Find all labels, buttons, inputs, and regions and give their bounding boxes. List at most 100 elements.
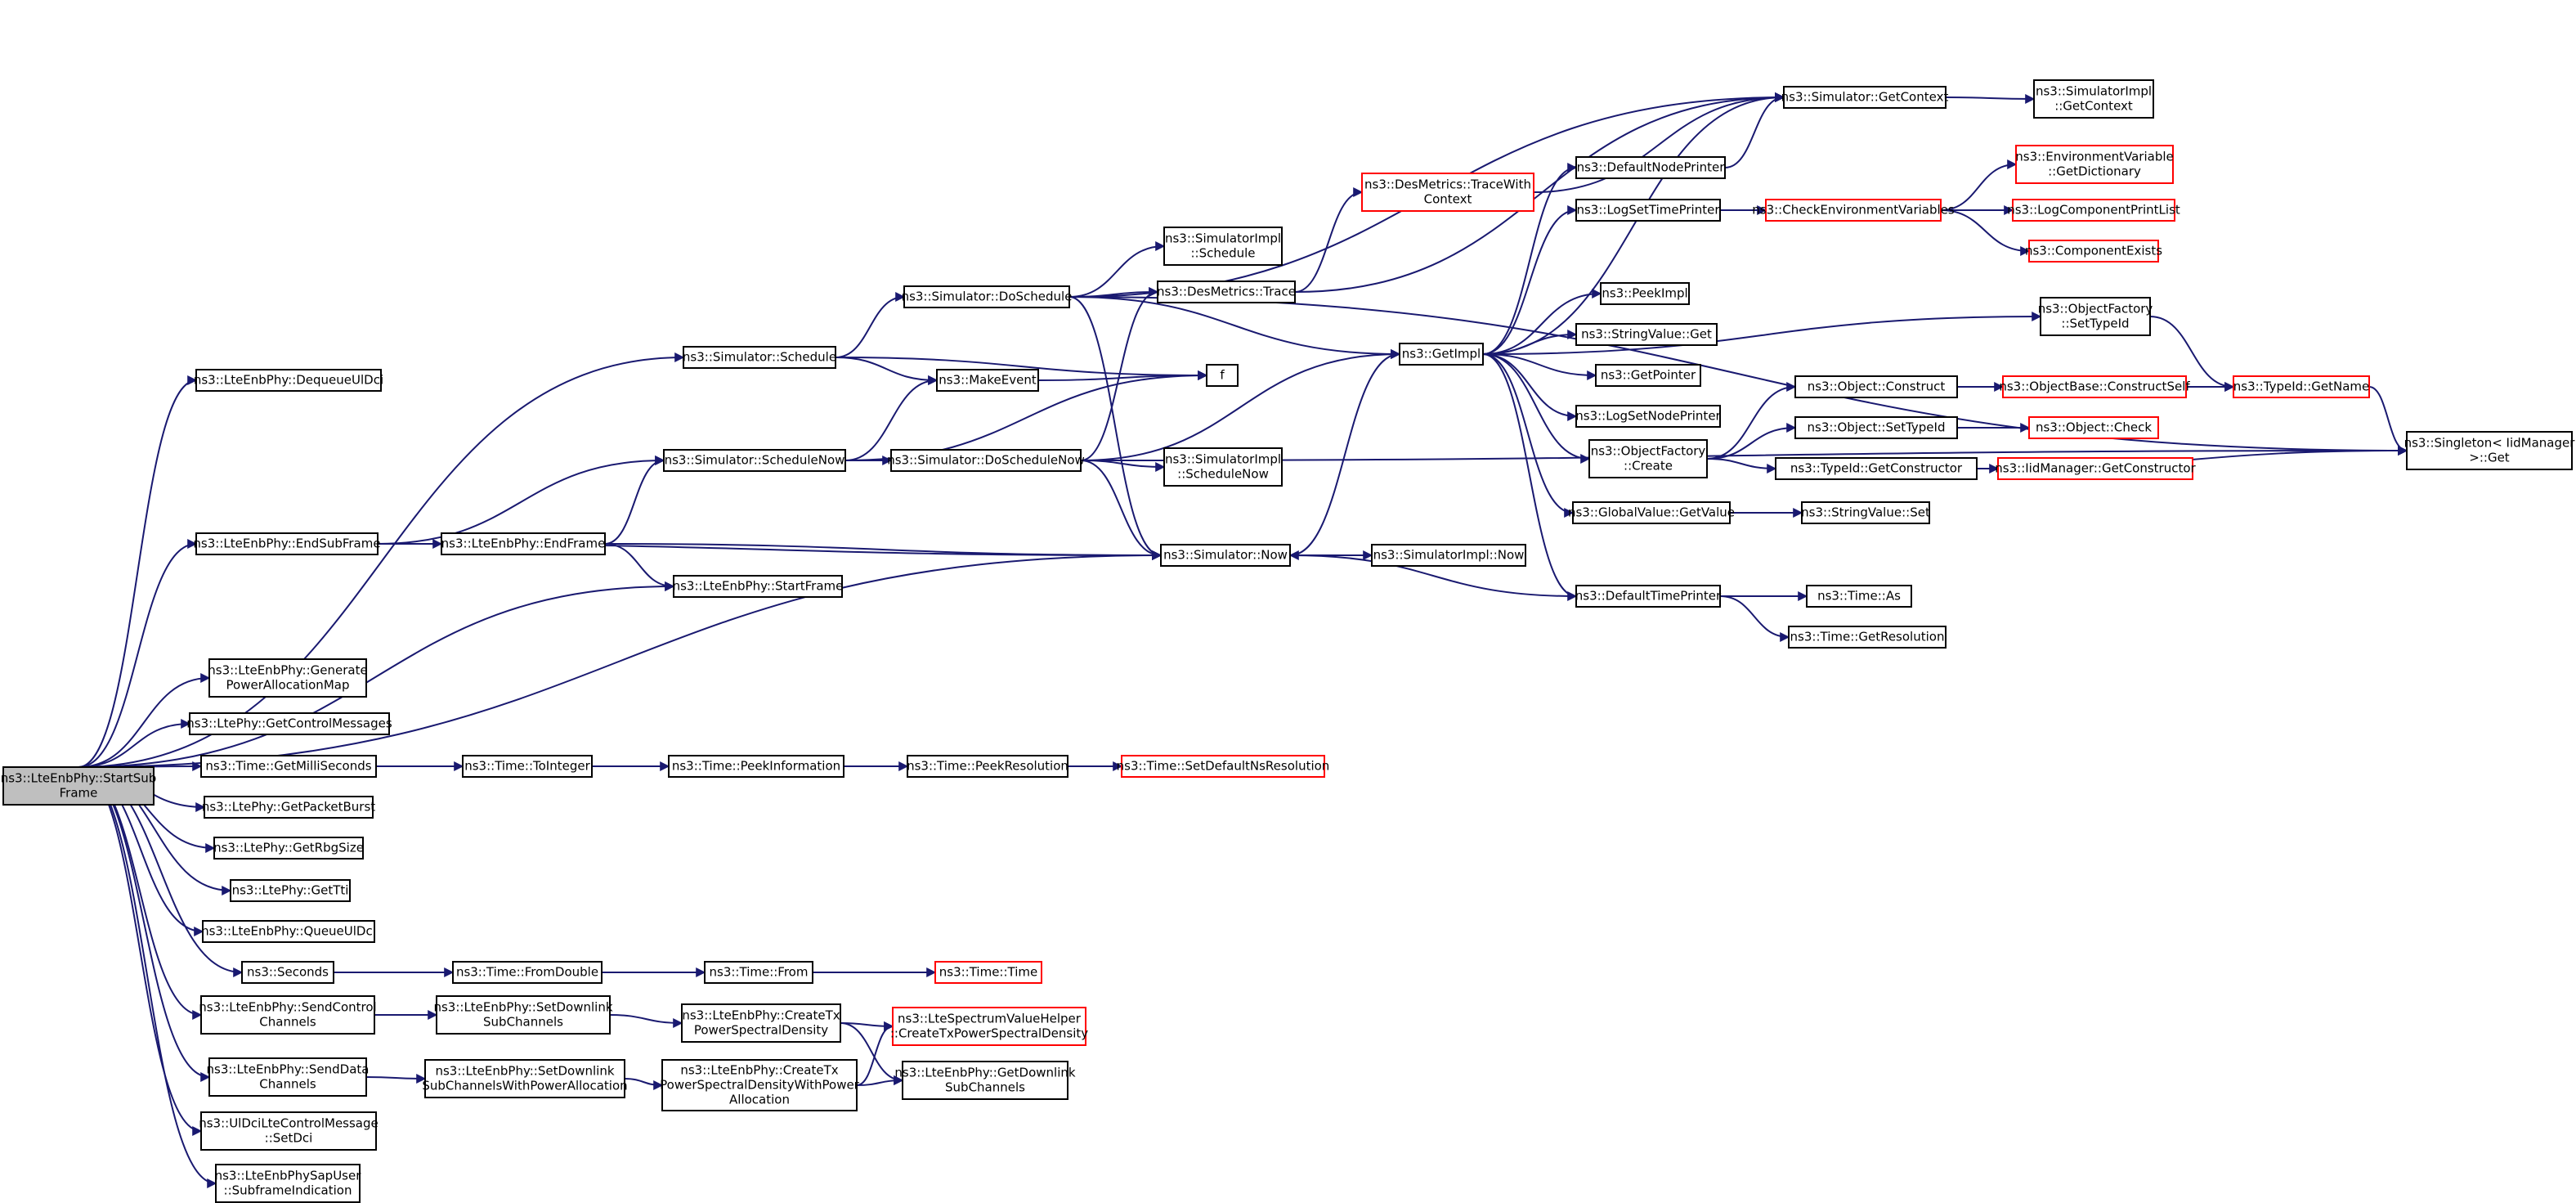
node-subframeIndication[interactable]: ns3::LteEnbPhySapUser::SubframeIndicatio… <box>215 1164 362 1203</box>
node-logSetTimePrinter[interactable]: ns3::LogSetTimePrinter <box>1575 199 1721 222</box>
node-ulDciSetDci[interactable]: ns3::UlDciLteControlMessage::SetDci <box>199 1111 379 1151</box>
node-f[interactable]: f <box>1206 364 1239 387</box>
node-desTrace[interactable]: ns3::DesMetrics::Trace <box>1157 281 1296 303</box>
node-makeEvent[interactable]: ns3::MakeEvent <box>936 369 1039 392</box>
node-envGetDict[interactable]: ns3::EnvironmentVariable::GetDictionary <box>2015 145 2174 184</box>
node-endFrame[interactable]: ns3::LteEnbPhy::EndFrame <box>441 532 606 555</box>
node-defaultNodePrinter[interactable]: ns3::DefaultNodePrinter <box>1575 156 1726 179</box>
node-setDefaultNs[interactable]: ns3::Time::SetDefaultNsResolution <box>1117 755 1330 778</box>
node-createTxPSD[interactable]: ns3::LteEnbPhy::CreateTxPowerSpectralDen… <box>681 1003 841 1043</box>
node-objConstruct[interactable]: ns3::Object::Construct <box>1794 375 1958 398</box>
node-timeTime[interactable]: ns3::Time::Time <box>934 961 1042 984</box>
node-defaultTimePrinter[interactable]: ns3::DefaultTimePrinter <box>1575 585 1722 608</box>
edge-objFactorySetTypeId-to-typeIdGetName <box>2149 316 2235 392</box>
node-getImpl[interactable]: ns3::GetImpl <box>1399 343 1484 366</box>
node-getContext[interactable]: ns3::Simulator::GetContext <box>1781 86 1949 109</box>
node-iidGetConstructor[interactable]: ns3::IidManager::GetConstructor <box>1995 457 2197 480</box>
node-box <box>215 1164 361 1203</box>
node-peekImpl[interactable]: ns3::PeekImpl <box>1600 282 1690 305</box>
node-objFactorySetTypeId[interactable]: ns3::ObjectFactory::SetTypeId <box>2038 297 2153 336</box>
node-box <box>1572 501 1731 524</box>
node-box <box>1575 156 1726 179</box>
edge-scheduleS-to-doSchedule <box>835 292 906 358</box>
node-globalGetValue[interactable]: ns3::GlobalValue::GetValue <box>1568 501 1735 524</box>
edge-root-to-sendData <box>78 766 211 1082</box>
node-getMilliSeconds[interactable]: ns3::Time::GetMilliSeconds <box>200 755 377 778</box>
node-label: ns3::LteEnbPhy::Generate <box>208 663 367 678</box>
node-box <box>1371 544 1526 567</box>
node-objBaseConstructSelf[interactable]: ns3::ObjectBase::ConstructSelf <box>1999 375 2190 398</box>
node-objCheck[interactable]: ns3::Object::Check <box>2028 416 2159 439</box>
node-peekResolution[interactable]: ns3::Time::PeekResolution <box>907 755 1068 778</box>
node-box <box>907 755 1068 778</box>
node-label: ns3::Time::As <box>1817 589 1901 604</box>
node-label: ns3::SimulatorImpl::Now <box>1373 548 1525 563</box>
node-doScheduleNow[interactable]: ns3::Simulator::DoScheduleNow <box>887 449 1085 472</box>
node-scheduleNow[interactable]: ns3::Simulator::ScheduleNow <box>663 449 846 472</box>
node-timeGetResolution[interactable]: ns3::Time::GetResolution <box>1788 626 1947 649</box>
edge-checkEnv-to-compExists <box>1940 209 2031 256</box>
node-label: ns3::LtePhy::GetPacketBurst <box>202 800 375 815</box>
node-typeIdGetConstructor[interactable]: ns3::TypeId::GetConstructor <box>1775 457 1978 480</box>
node-logCompPrint[interactable]: ns3::LogComponentPrintList <box>2007 199 2180 222</box>
node-checkEnv[interactable]: ns3::CheckEnvironmentVariables <box>1752 199 1955 222</box>
node-getPointer[interactable]: ns3::GetPointer <box>1595 364 1701 387</box>
node-compExists[interactable]: ns3::ComponentExists <box>2025 240 2162 263</box>
node-setDownlinkSubPA[interactable]: ns3::LteEnbPhy::SetDownlinkSubChannelsWi… <box>422 1059 628 1098</box>
node-doSchedule[interactable]: ns3::Simulator::DoSchedule <box>902 285 1073 308</box>
node-timeFrom[interactable]: ns3::Time::From <box>704 961 813 984</box>
node-box <box>1801 501 1930 524</box>
node-peekInformation[interactable]: ns3::Time::PeekInformation <box>668 755 844 778</box>
node-generatePAM[interactable]: ns3::LteEnbPhy::GeneratePowerAllocationM… <box>208 658 368 698</box>
node-box <box>2 766 155 806</box>
node-singletonGet[interactable]: ns3::Singleton< IidManager>::Get <box>2404 431 2576 470</box>
node-implNow[interactable]: ns3::SimulatorImpl::Now <box>1371 544 1526 567</box>
node-createTxPSDPA[interactable]: ns3::LteEnbPhy::CreateTxPowerSpectralDen… <box>660 1059 860 1111</box>
node-label: ns3::LogSetTimePrinter <box>1576 203 1720 218</box>
edge-endFrame-to-scheduleNow <box>604 456 665 545</box>
node-startFrame[interactable]: ns3::LteEnbPhy::StartFrame <box>673 575 844 598</box>
node-endSubFrame[interactable]: ns3::LteEnbPhy::EndSubFrame <box>193 532 381 555</box>
node-timeAs[interactable]: ns3::Time::As <box>1806 585 1912 608</box>
node-label: ::GetDictionary <box>2048 164 2141 179</box>
node-strValGet[interactable]: ns3::StringValue::Get <box>1575 323 1718 346</box>
node-label: ns3::ComponentExists <box>2025 244 2162 258</box>
node-box <box>683 346 836 369</box>
node-getRbgSize[interactable]: ns3::LtePhy::GetRbgSize <box>213 837 364 860</box>
node-scheduleS[interactable]: ns3::Simulator::Schedule <box>683 346 836 369</box>
edge-getContext-to-implGetContext <box>1945 93 2036 104</box>
node-fromDouble[interactable]: ns3::Time::FromDouble <box>452 961 603 984</box>
node-simImplSchedule[interactable]: ns3::SimulatorImpl::Schedule <box>1163 227 1283 266</box>
node-implGetContext[interactable]: ns3::SimulatorImpl::GetContext <box>2033 79 2154 119</box>
node-queueUlDci[interactable]: ns3::LteEnbPhy::QueueUlDci <box>201 920 376 943</box>
node-implScheduleNow[interactable]: ns3::SimulatorImpl::ScheduleNow <box>1163 447 1283 487</box>
node-dequeueUlDci[interactable]: ns3::LteEnbPhy::DequeueUlDci <box>194 369 383 392</box>
node-label: ns3::LtePhy::GetRbgSize <box>213 841 364 855</box>
node-box <box>2028 240 2159 263</box>
node-getTti[interactable]: ns3::LtePhy::GetTti <box>230 879 351 902</box>
node-typeIdGetName[interactable]: ns3::TypeId::GetName <box>2233 375 2370 398</box>
node-box <box>1794 416 1958 439</box>
node-label: ns3::Time::From <box>710 965 809 980</box>
node-box <box>934 961 1042 984</box>
node-box <box>903 285 1070 308</box>
node-toInteger[interactable]: ns3::Time::ToInteger <box>462 755 593 778</box>
edge-doSchedule-to-getImpl <box>1068 296 1401 359</box>
node-logSetNodePrinter[interactable]: ns3::LogSetNodePrinter <box>1575 405 1722 428</box>
node-seconds[interactable]: ns3::Seconds <box>241 961 334 984</box>
node-objSetTypeId[interactable]: ns3::Object::SetTypeId <box>1794 416 1958 439</box>
node-spectrumHelper[interactable]: ns3::LteSpectrumValueHelper::CreateTxPow… <box>890 1007 1088 1046</box>
edge-root-to-startFrame <box>78 581 675 768</box>
node-getControlMessages[interactable]: ns3::LtePhy::GetControlMessages <box>186 712 392 735</box>
node-now[interactable]: ns3::Simulator::Now <box>1160 544 1291 567</box>
node-strValSet[interactable]: ns3::StringValue::Set <box>1801 501 1930 524</box>
node-getPacketBurst[interactable]: ns3::LtePhy::GetPacketBurst <box>202 796 375 819</box>
node-objFactoryCreate[interactable]: ns3::ObjectFactory::Create <box>1588 439 1708 478</box>
node-label: ::GetContext <box>2054 99 2133 114</box>
